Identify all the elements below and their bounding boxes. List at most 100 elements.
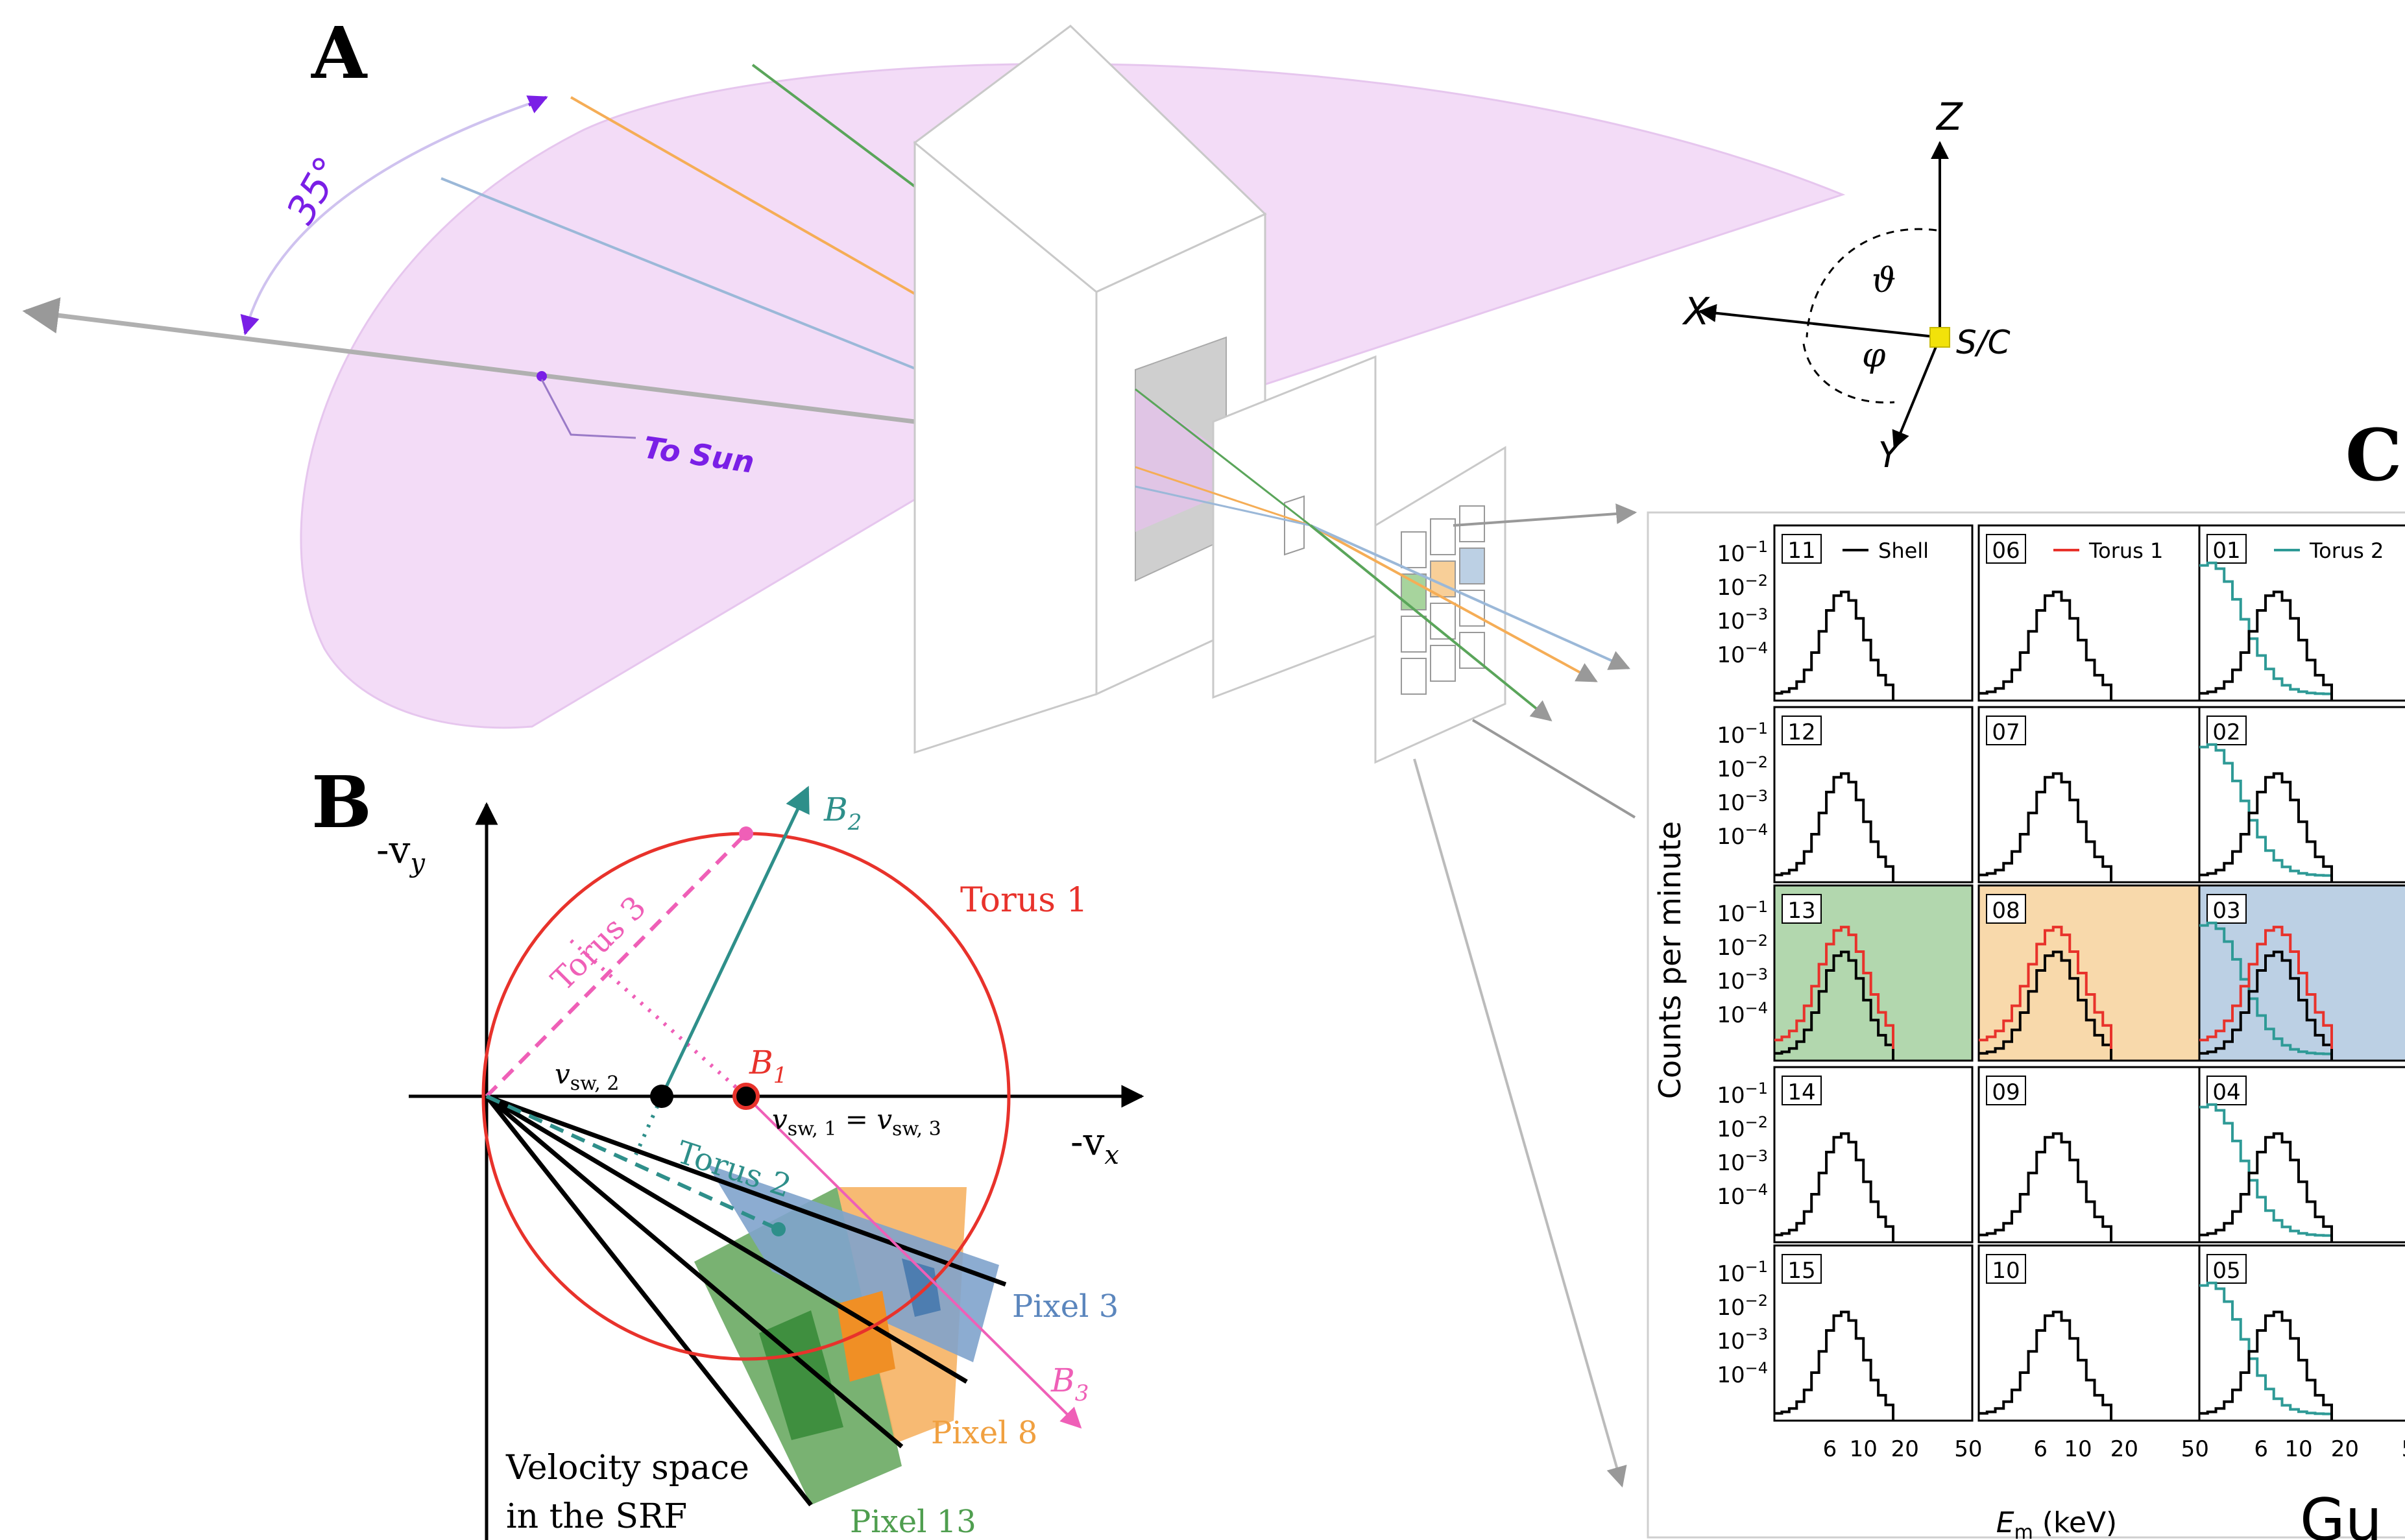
coordinate-frame: Z X Y ϑ φ S/C [1682, 95, 2011, 475]
b2-vector [660, 786, 810, 1098]
svg-text:Torus 1: Torus 1 [2088, 538, 2163, 563]
ray-blue-mid [1135, 485, 1311, 527]
vsw2-point [650, 1085, 673, 1108]
axis-y-label: Y [1878, 435, 1902, 475]
pixel-id-label: 09 [1992, 1079, 2020, 1105]
pixel-id-label: 13 [1787, 898, 1815, 924]
shell-spectrum [1979, 950, 2112, 1061]
x-tick-label: 10 [1850, 1436, 1878, 1462]
spectrum-cell-08: 08 [1977, 884, 2201, 1062]
torus-2-point [771, 1222, 786, 1236]
y-tick-label: 10−3 [1717, 1325, 1768, 1354]
y-tick-label: 10−2 [1717, 571, 1768, 601]
vsw13-label: vsw, 1 = vsw, 3 [772, 1103, 941, 1140]
shell-spectrum [1774, 1132, 1894, 1242]
shell-spectrum [1979, 1310, 2112, 1421]
spectrum-cell-09: 09 [1977, 1066, 2201, 1244]
spectrum-cell-06: 06 [1977, 524, 2201, 702]
torus-2-spectrum [2199, 1281, 2333, 1421]
shell-spectrum [1774, 1310, 1894, 1421]
ray-green-out [1309, 524, 1553, 722]
angle-arc [245, 99, 539, 328]
y-tick-label: 10−3 [1717, 787, 1768, 816]
spectrum-cell-04: 04 [2198, 1066, 2405, 1244]
shell-spectrum [2199, 1132, 2333, 1242]
torus-2-spectrum [2199, 561, 2333, 701]
y-axis-label: Counts per minute [1652, 821, 1687, 1099]
shell-spectrum [1979, 590, 2112, 701]
y-tick-label: 10−4 [1717, 1359, 1768, 1388]
pixel-13-label: Pixel 13 [850, 1504, 976, 1540]
svg-text:Shell: Shell [1878, 538, 1929, 563]
b3-vector [745, 1095, 1082, 1429]
x-tick-label: 6 [2033, 1436, 2048, 1462]
b3-label: B3 [1050, 1362, 1089, 1406]
y-tick-label: 10−2 [1717, 932, 1768, 961]
pixel-id-label: 02 [2212, 719, 2240, 745]
vx-axis-label: -vx [1070, 1120, 1119, 1170]
y-tick-label: 10−2 [1717, 753, 1768, 782]
y-tick-label: 10−4 [1717, 821, 1768, 850]
b2-label: B2 [823, 791, 862, 836]
spectrum-cell-05: 05 [2198, 1244, 2405, 1422]
y-tick-label: 10−1 [1717, 1258, 1768, 1287]
pixel-id-label: 06 [1992, 538, 2020, 564]
svg-text:Torus 2: Torus 2 [2309, 538, 2384, 563]
connector-top [1453, 503, 1638, 527]
ray-green-mid [1135, 388, 1311, 527]
caption-line-1: Velocity space [505, 1449, 749, 1487]
sun-dot [537, 371, 547, 381]
caption-line-2: in the SRF [506, 1497, 687, 1536]
sun-leader [540, 379, 636, 439]
axis-z-label: Z [1935, 95, 1963, 139]
angle-label: 35° [278, 149, 352, 232]
b1-label: B1 [749, 1044, 787, 1089]
spectrum-cell-02: 02 [2198, 706, 2405, 884]
panel-b-letter: B [311, 760, 372, 844]
spectrum-cell-10: 10 [1977, 1244, 2201, 1422]
vsw1-point [732, 1083, 760, 1110]
torus-1-spectrum [2199, 926, 2333, 1049]
x-tick-label: 6 [1823, 1436, 1837, 1462]
x-tick-label: 10 [2284, 1436, 2312, 1462]
y-tick-label: 10−1 [1717, 538, 1768, 567]
shell-spectrum [2199, 590, 2333, 701]
pixel-id-label: 04 [2212, 1079, 2240, 1105]
panel-b: B -vy -vx Torus 1 Torus 3 B [311, 760, 1144, 1540]
x-axis-label: Em (keV) [1996, 1506, 2117, 1540]
torus-2-dash [485, 1094, 780, 1231]
slit-opening [1284, 495, 1305, 556]
spectrum-cell-07: 07 [1977, 706, 2201, 884]
y-tick-label: 10−1 [1717, 719, 1768, 749]
phi-label: φ [1862, 336, 1886, 375]
torus-2-spectrum [2199, 1103, 2333, 1242]
pixel-id-label: 03 [2212, 898, 2240, 924]
detector-pixel-grid [1401, 505, 1485, 695]
ray-blue [441, 177, 935, 378]
panel-a: A To Sun 35° [22, 11, 2011, 1488]
cut-text: Gu [2300, 1486, 2382, 1540]
pixel-id-label: 12 [1787, 719, 1815, 745]
pixel-boundaries [485, 1094, 1007, 1507]
ray-green [751, 64, 936, 202]
y-tick-label: 10−3 [1717, 965, 1768, 994]
x-tick-label: 20 [2110, 1436, 2138, 1462]
x-tick-label: 50 [2181, 1436, 2209, 1462]
torus-1-spectrum [1979, 926, 2112, 1049]
y-tick-label: 10−4 [1717, 639, 1768, 668]
ray-blue-out [1310, 524, 1630, 670]
torus-1-label: Torus 1 [960, 881, 1088, 920]
shell-spectrum [2199, 950, 2333, 1061]
spectrum-cell-12: 12 10−1 10−2 10−3 10−4 [1717, 706, 1974, 884]
shell-spectrum [1979, 772, 2112, 882]
pixel-id-label: 01 [2212, 538, 2240, 564]
legend-torus-2: Torus 2 [2274, 538, 2384, 563]
connector-bottom [1413, 758, 1627, 1488]
legend-shell: Shell [1843, 538, 1929, 563]
ray-orange-mid [1135, 466, 1311, 527]
ray-orange [570, 96, 935, 306]
